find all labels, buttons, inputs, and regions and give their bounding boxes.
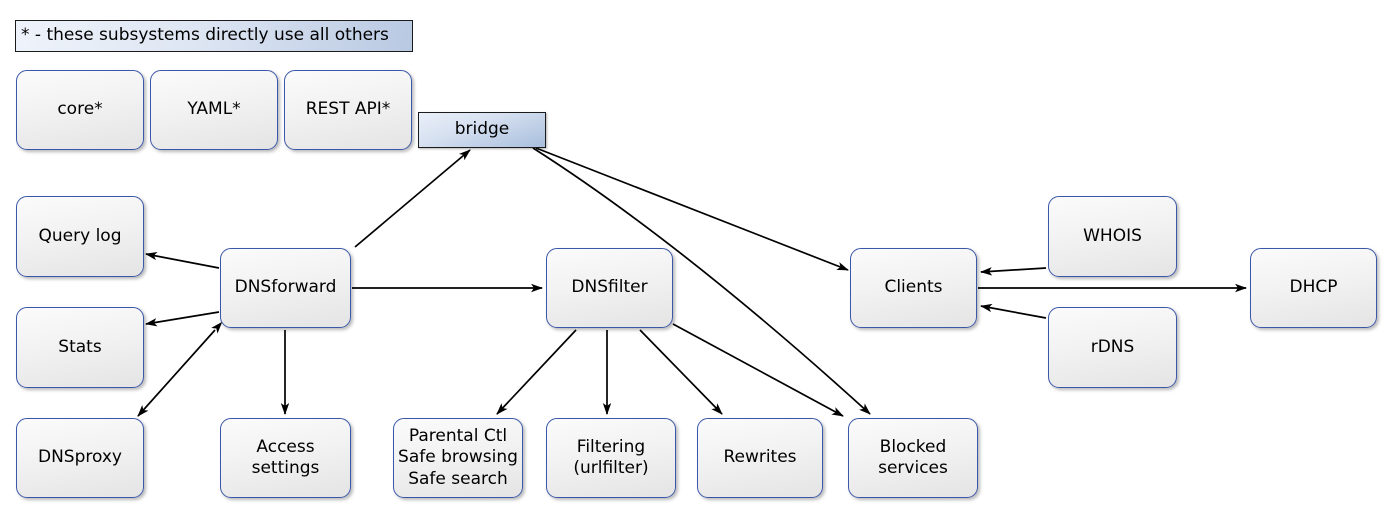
legend-note: * - these subsystems directly use all ot… (15, 20, 413, 52)
node-accesssettings[interactable]: Access settings (220, 418, 351, 498)
node-label: WHOIS (1083, 225, 1142, 246)
node-label: YAML* (187, 99, 241, 120)
node-label: Rewrites (723, 447, 797, 468)
node-label: rDNS (1090, 336, 1135, 357)
e-dnsfilter-blockedsvc (672, 323, 844, 417)
node-label: DHCP (1289, 277, 1338, 298)
node-label: REST API* (305, 99, 391, 120)
node-rdns[interactable]: rDNS (1048, 307, 1177, 388)
node-filtering[interactable]: Filtering (urlfilter) (546, 418, 676, 498)
e-dnsforward-dnsproxy (137, 321, 223, 417)
node-querylog[interactable]: Query log (16, 196, 144, 277)
e-rdns-clients (980, 303, 1047, 319)
node-whois[interactable]: WHOIS (1048, 196, 1177, 277)
node-label: Stats (58, 336, 102, 357)
node-bridge[interactable]: bridge (418, 112, 546, 148)
legend-note-text: * - these subsystems directly use all ot… (21, 25, 389, 46)
node-dnsfilter[interactable]: DNSfilter (546, 248, 673, 328)
node-stats[interactable]: Stats (16, 307, 144, 388)
node-label: DNSforward (234, 277, 337, 298)
node-label: DNSfilter (571, 277, 648, 298)
node-label: Filtering (urlfilter) (573, 436, 649, 478)
e-whois-clients (980, 267, 1047, 276)
e-dnsforward-stats (145, 311, 220, 327)
node-dhcp[interactable]: DHCP (1250, 248, 1377, 328)
node-rewrites[interactable]: Rewrites (697, 418, 823, 498)
node-restapi[interactable]: REST API* (284, 70, 412, 150)
e-dnsforward-bridge (354, 149, 471, 248)
node-blockedsvc[interactable]: Blocked services (848, 418, 978, 498)
node-label: Query log (38, 225, 122, 246)
node-dnsforward[interactable]: DNSforward (220, 248, 351, 328)
node-yaml[interactable]: YAML* (150, 70, 278, 150)
node-clients[interactable]: Clients (850, 248, 977, 328)
node-label: bridge (454, 119, 510, 140)
node-parentalctl[interactable]: Parental Ctl Safe browsing Safe search (393, 418, 523, 498)
node-label: Blocked services (878, 436, 948, 478)
node-label: Parental Ctl Safe browsing Safe search (398, 425, 518, 489)
e-dnsfilter-parental (496, 329, 577, 415)
node-label: Clients (884, 277, 943, 298)
e-dnsforward-querylog (145, 251, 220, 269)
node-dnsproxy[interactable]: DNSproxy (16, 418, 144, 498)
e-dnsfilter-rewrites (639, 329, 723, 415)
node-label: DNSproxy (37, 447, 122, 468)
node-core[interactable]: core* (16, 70, 144, 150)
node-label: core* (57, 99, 103, 120)
node-label: Access settings (251, 436, 320, 478)
